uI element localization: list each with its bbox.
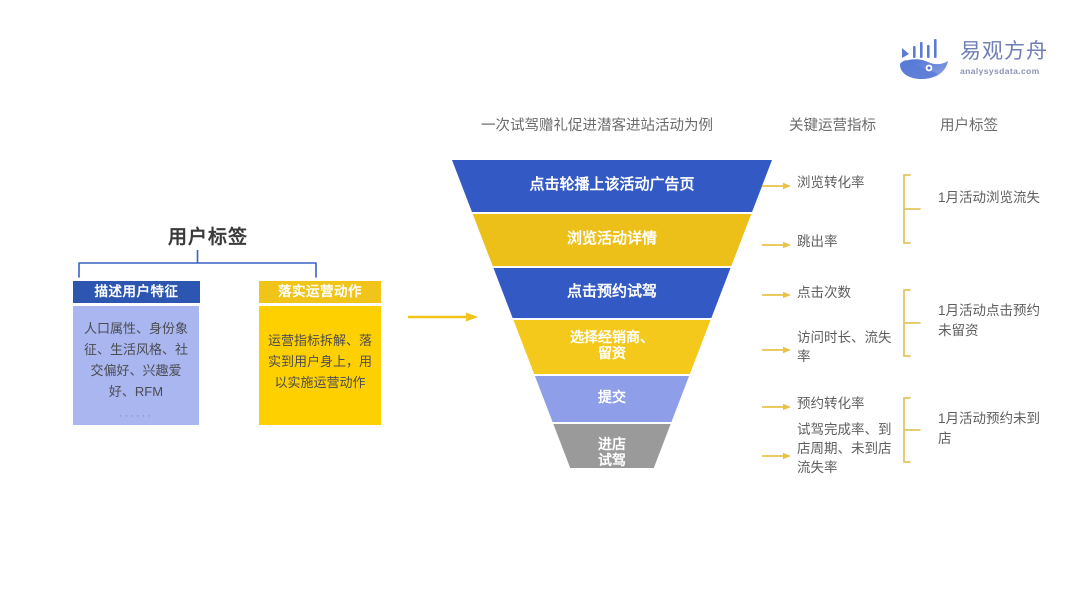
heading-example: 一次试驾赠礼促进潜客进站活动为例 (481, 118, 713, 134)
tag-group-bracket-1 (903, 174, 921, 244)
metric-arrow-icon-2 (762, 237, 792, 249)
card-header-operational-action: 落实运营动作 (259, 281, 381, 303)
conversion-funnel: 点击轮播上该活动广告页浏览活动详情点击预约试驾选择经销商、留资提交进店试驾 (452, 160, 772, 480)
funnel-stage-1[interactable] (452, 160, 772, 212)
metric-label-5: 预约转化率 (797, 396, 865, 411)
tag-group-label-1: 1月活动浏览流失 (938, 190, 1041, 205)
heading-user-tags: 用户标签 (940, 118, 998, 134)
metric-arrow-icon-5 (762, 399, 792, 411)
heading-key-metrics: 关键运营指标 (789, 118, 876, 134)
tag-group-bracket-3 (903, 397, 921, 463)
tag-group-label-3: 1月活动预约未到店 (938, 411, 1041, 446)
card-body-dots-describe-user: ······ (119, 410, 153, 422)
funnel-shape (452, 160, 772, 468)
logo-subtitle: analysysdata.com (960, 66, 1040, 77)
funnel-stage-6[interactable] (553, 424, 671, 468)
metric-label-3: 点击次数 (797, 285, 851, 300)
metric-arrow-icon-1 (762, 178, 792, 190)
card-body-operational-action: 运营指标拆解、落实到用户身上，用以实施运营动作 (259, 306, 381, 425)
tag-group-label-2: 1月活动点击预约未留资 (938, 303, 1041, 338)
metric-arrow-icon-3 (762, 287, 792, 299)
left-panel-title: 用户标签 (168, 227, 249, 248)
left-panel-bracket (76, 249, 319, 278)
funnel-stage-5[interactable] (534, 376, 690, 422)
card-header-describe-user: 描述用户特征 (73, 281, 200, 303)
whale-logo-icon (898, 34, 954, 82)
metric-label-2: 跳出率 (797, 234, 838, 249)
funnel-stage-2[interactable] (472, 214, 752, 266)
logo-title: 易观方舟 (960, 39, 1048, 63)
metric-label-1: 浏览转化率 (797, 175, 865, 190)
funnel-stage-3[interactable] (493, 268, 731, 318)
card-body-text-describe-user: 人口属性、身份象征、生活风格、社交偏好、兴趣爱好、RFM (83, 321, 188, 399)
funnel-stage-4[interactable] (513, 320, 711, 374)
metric-label-6: 试驾完成率、到店周期、未到店流失率 (797, 422, 892, 475)
metric-arrow-icon-4 (762, 342, 792, 354)
brand-logo: 易观方舟 analysysdata.com (898, 28, 1058, 88)
metric-label-4: 访问时长、流失率 (797, 330, 892, 364)
flow-arrow-icon (408, 310, 480, 324)
card-body-describe-user: 人口属性、身份象征、生活风格、社交偏好、兴趣爱好、RFM ······ (73, 306, 199, 425)
metric-arrow-icon-6 (762, 448, 792, 460)
tag-group-bracket-2 (903, 289, 921, 357)
